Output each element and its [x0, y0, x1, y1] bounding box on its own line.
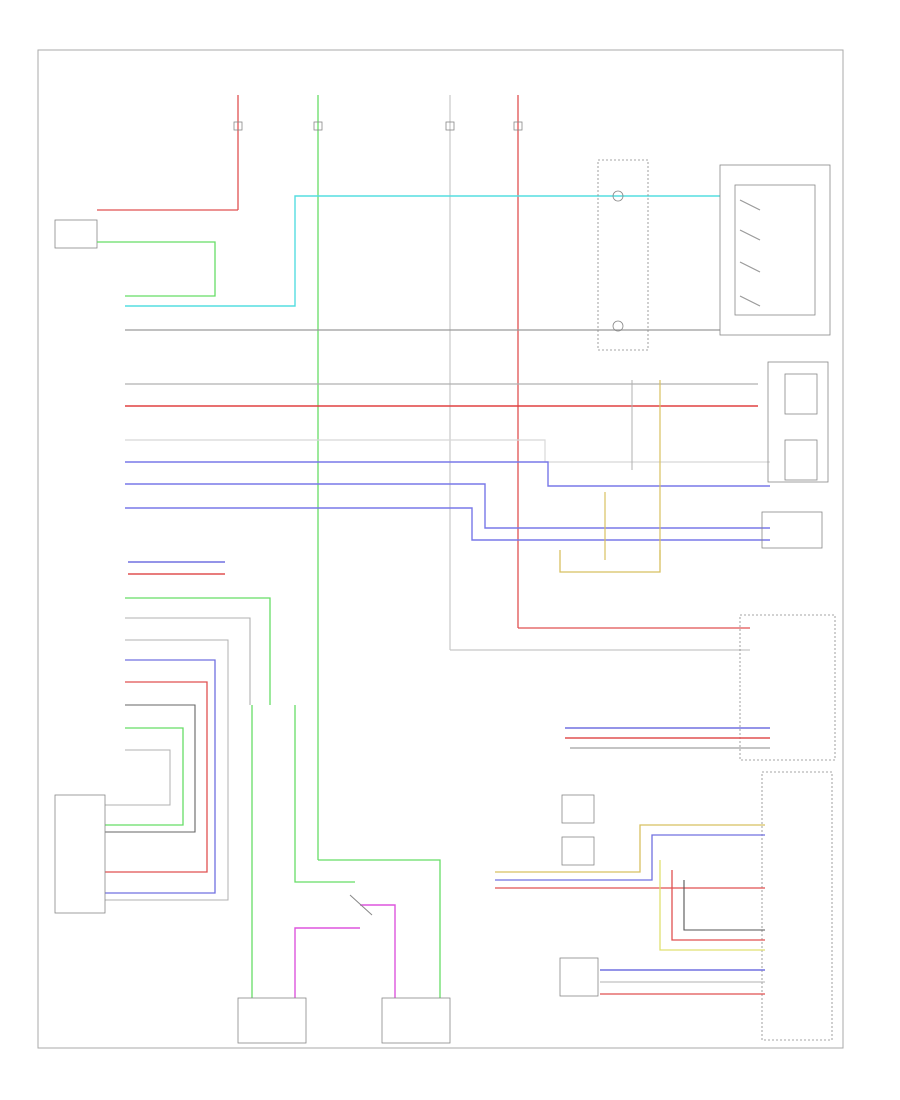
right-relay-upper — [784, 373, 818, 415]
lower-green-wire-right — [318, 859, 441, 998]
cyan-bus-wire — [125, 195, 720, 307]
center-module-coil-upper — [612, 190, 624, 202]
right-relay-lower — [784, 439, 818, 481]
speed-sensor-box — [559, 957, 599, 997]
fuse-group — [233, 95, 523, 860]
switch-signal-wire — [97, 241, 216, 297]
lower-red-loop — [671, 870, 765, 941]
middle-blue-line-3 — [125, 507, 770, 541]
fuse-4 — [513, 121, 523, 131]
right-relay-box — [767, 361, 829, 483]
middle-lightgray-line — [125, 439, 770, 463]
middle-blue-line-2 — [125, 483, 770, 529]
upper-left-switch-box — [54, 219, 98, 249]
tan-loop-wire — [559, 550, 661, 573]
lower-switch-b — [561, 836, 595, 866]
center-module-coil-lower — [612, 320, 624, 332]
lower-dark-loop — [683, 880, 765, 931]
upper-right-control-box — [719, 164, 831, 336]
left-lower-sensor-box — [54, 794, 106, 914]
left-harness — [105, 597, 271, 901]
magenta-wire-right — [360, 904, 396, 998]
magenta-wire-left — [294, 927, 360, 998]
upper-right-switch-contacts — [739, 199, 761, 307]
lower-blue-wire — [495, 834, 765, 881]
lower-switch-a — [561, 794, 595, 824]
fuse-2 — [313, 121, 323, 131]
fuse-1 — [233, 121, 243, 131]
lower-switch-contact — [349, 894, 373, 916]
bottom-relay-left — [237, 997, 307, 1044]
lower-yellow-loop — [659, 860, 765, 951]
diagram-frame — [37, 49, 844, 1049]
upper-right-switch-box — [734, 184, 816, 316]
lower-tan-wire — [495, 824, 765, 873]
right-switch-module — [761, 511, 823, 549]
lower-green-wire-mid — [294, 705, 355, 883]
lower-right-module — [761, 771, 833, 1041]
center-module-box — [597, 159, 649, 351]
middle-blue-line-1 — [125, 461, 770, 487]
bottom-relay-right — [381, 997, 451, 1044]
fuse-3 — [445, 121, 455, 131]
